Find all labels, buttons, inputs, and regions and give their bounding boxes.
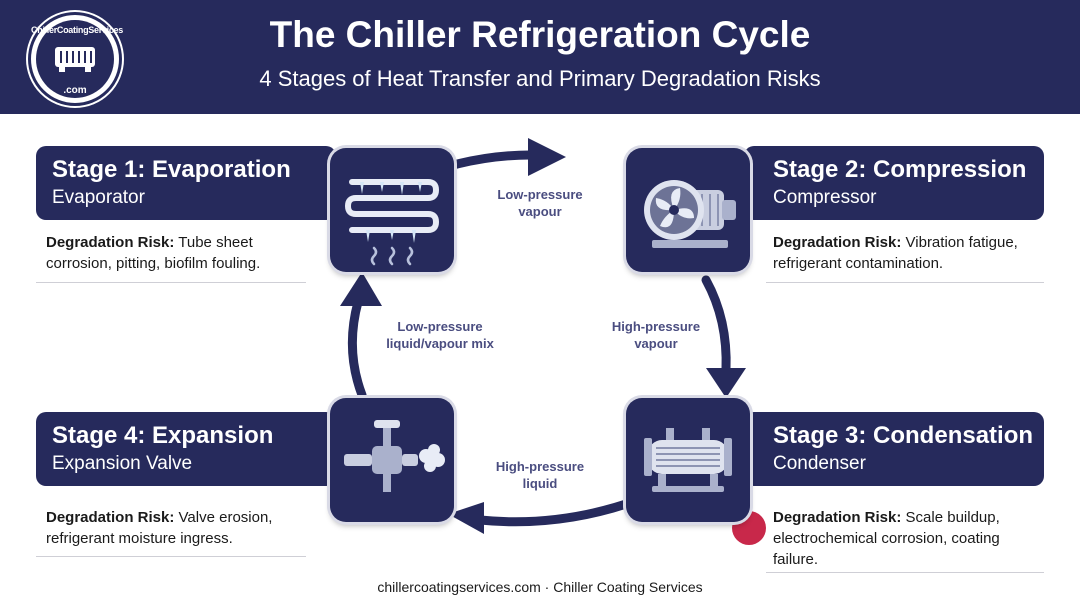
compressor-icon-box bbox=[626, 148, 750, 272]
flow-right-line1: High-pressure bbox=[611, 319, 701, 334]
header-banner: ChillerCoatingServices .com The Chiller … bbox=[0, 0, 1080, 114]
stage-2-risk-label: Degradation Risk: bbox=[773, 234, 902, 251]
stage-1-risk: Degradation Risk: Tube sheet corrosion, … bbox=[46, 232, 316, 274]
evaporator-icon-box bbox=[330, 148, 454, 272]
flow-top-line2: vapour bbox=[518, 204, 562, 219]
arrow-exp-to-evap bbox=[347, 297, 367, 400]
flow-label-bottom: High-pressure liquid bbox=[470, 458, 610, 492]
stage-4-card: Stage 4: Expansion Expansion Valve bbox=[36, 412, 336, 486]
stage-2-divider bbox=[766, 282, 1044, 283]
flow-right-line2: vapour bbox=[634, 336, 678, 351]
stage-4-risk: Degradation Risk: Valve erosion, refrige… bbox=[46, 507, 316, 549]
arrow-comp-to-cond bbox=[701, 275, 731, 375]
stage-1-risk-text: Tube sheet corrosion, pitting, biofilm f… bbox=[46, 234, 261, 272]
stage-2-component: Compressor bbox=[773, 187, 877, 208]
flow-label-right: High-pressure vapour bbox=[586, 318, 726, 352]
stage-2-risk: Degradation Risk: Vibration fatigue, ref… bbox=[773, 232, 1053, 274]
flow-top-line1: Low-pressure bbox=[497, 187, 583, 202]
stage-4-divider bbox=[36, 556, 306, 557]
company-logo[interactable]: ChillerCoatingServices .com bbox=[28, 12, 123, 106]
evaporator-coil-icon bbox=[344, 179, 440, 266]
flow-left-line2: liquid/vapour mix bbox=[386, 336, 494, 351]
condenser-icon-box bbox=[626, 398, 750, 522]
flow-bottom-line1: High-pressure bbox=[495, 459, 585, 474]
stage-3-risk: Degradation Risk: Scale buildup, electro… bbox=[773, 507, 1043, 570]
footer-credit: chillercoatingservices.com · Chiller Coa… bbox=[377, 579, 703, 595]
stage-3-card: Stage 3: Condensation Condenser bbox=[744, 412, 1044, 486]
arrowhead-bottom bbox=[448, 502, 484, 534]
compressor-fan-icon bbox=[644, 180, 736, 248]
flow-label-top: Low-pressure vapour bbox=[470, 186, 610, 220]
stage-3-component: Condenser bbox=[773, 453, 866, 474]
stage-1-divider bbox=[36, 282, 306, 283]
page-title: The Chiller Refrigeration Cycle bbox=[269, 14, 811, 55]
flow-bottom-line2: liquid bbox=[522, 476, 558, 491]
stage-3-risk-label: Degradation Risk: bbox=[773, 509, 902, 526]
stage-3-risk-text: Scale buildup, electrochemical corrosion… bbox=[773, 509, 1000, 568]
stage-4-component: Expansion Valve bbox=[52, 453, 193, 474]
expansion-valve-icon-box bbox=[330, 398, 454, 522]
stage-4-risk-text: Valve erosion, refrigerant moisture ingr… bbox=[46, 509, 273, 547]
stage-2-card: Stage 2: Compression Compressor bbox=[744, 146, 1044, 220]
stage-1-component: Evaporator bbox=[52, 187, 145, 208]
stage-3-title: Stage 3: Condensation bbox=[773, 422, 1034, 449]
logo-text-top: ChillerCoatingServices bbox=[31, 25, 123, 35]
stage-2-risk-text: Vibration fatigue, refrigerant contamina… bbox=[773, 234, 1018, 272]
flow-left-line1: Low-pressure bbox=[397, 319, 483, 334]
page-subtitle: 4 Stages of Heat Transfer and Primary De… bbox=[259, 66, 821, 91]
arrow-cond-to-exp bbox=[475, 495, 643, 527]
stage-4-risk-label: Degradation Risk: bbox=[46, 509, 175, 526]
stage-1-card: Stage 1: Evaporation Evaporator bbox=[36, 146, 336, 220]
flow-label-left: Low-pressure liquid/vapour mix bbox=[370, 318, 510, 352]
expansion-valve-icon bbox=[344, 420, 445, 492]
stage-1-risk-label: Degradation Risk: bbox=[46, 234, 175, 251]
arrowhead-left bbox=[340, 272, 382, 306]
stage-1-title: Stage 1: Evaporation bbox=[52, 156, 291, 183]
stage-4-title: Stage 4: Expansion bbox=[52, 422, 274, 449]
arrowhead-right bbox=[706, 368, 746, 398]
stage-2-title: Stage 2: Compression bbox=[773, 156, 1027, 183]
chiller-unit-icon bbox=[55, 47, 95, 72]
arrowhead-top bbox=[528, 138, 566, 176]
condenser-shell-icon bbox=[644, 428, 732, 492]
logo-text-bottom: .com bbox=[63, 85, 87, 96]
stage-3-divider bbox=[766, 572, 1044, 573]
